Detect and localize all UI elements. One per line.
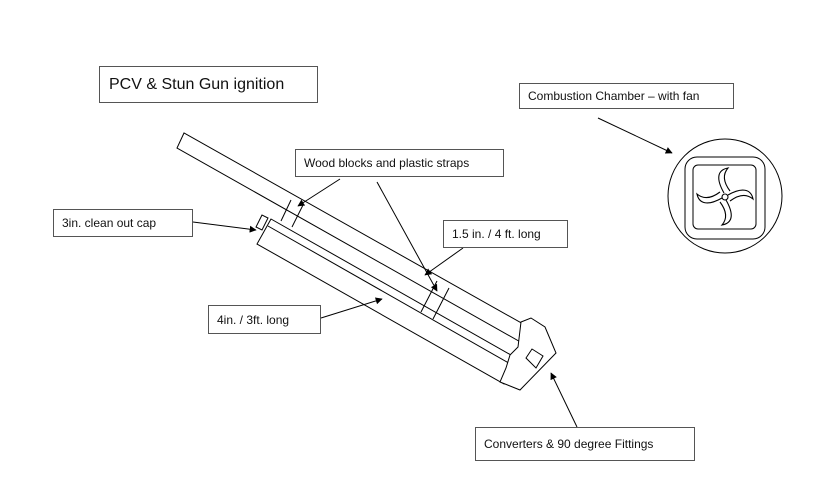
wood-block-upper — [280, 199, 304, 228]
clean-out-cap — [255, 214, 269, 231]
diagram-title: PCV & Stun Gun ignition — [99, 66, 318, 103]
arrow-combustion-chamber — [597, 117, 673, 154]
label-small-pipe: 1.5 in. / 4 ft. long — [443, 220, 568, 248]
arrow-converters — [550, 372, 578, 428]
arrow-large-pipe — [320, 297, 383, 319]
arrow-wood-blocks-upper — [297, 178, 341, 207]
label-wood-blocks: Wood blocks and plastic straps — [295, 149, 504, 177]
label-converters: Converters & 90 degree Fittings — [475, 427, 695, 461]
combustion-chamber — [667, 138, 783, 254]
arrow-small-pipe — [424, 247, 464, 276]
leader-arrows — [192, 117, 673, 428]
gun-assembly — [176, 132, 557, 391]
arrow-clean-out-cap — [192, 221, 257, 233]
fan-icon — [696, 167, 754, 226]
label-large-pipe: 4in. / 3ft. long — [208, 305, 321, 334]
label-combustion-chamber: Combustion Chamber – with fan — [519, 83, 734, 109]
label-clean-out-cap: 3in. clean out cap — [53, 209, 193, 237]
converter-fittings — [499, 317, 557, 391]
